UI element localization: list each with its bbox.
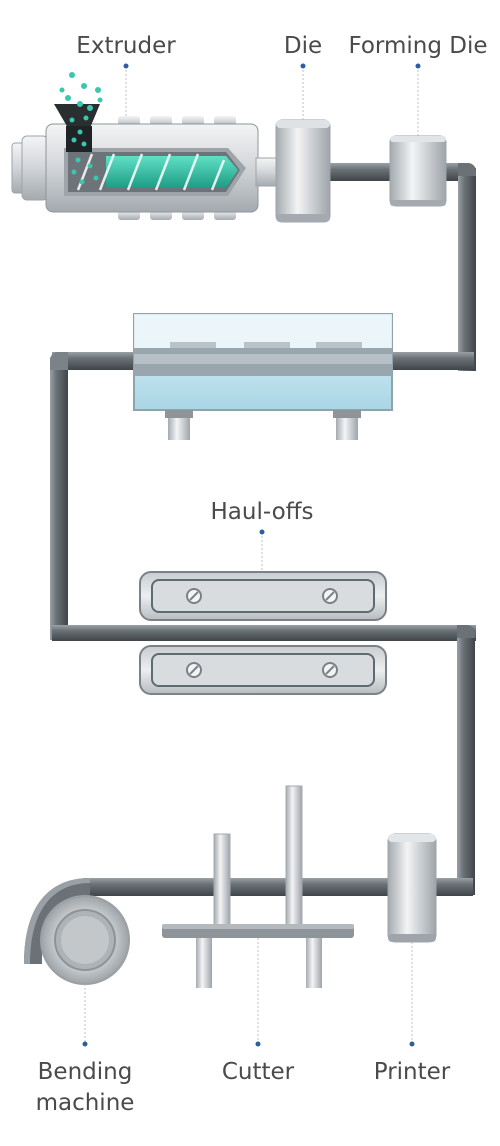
extruder-label: Extruder <box>76 33 176 59</box>
printer-machine <box>387 833 437 943</box>
haul-off-top <box>139 571 387 621</box>
bending-machine-label-line2: machine <box>36 1090 135 1116</box>
bending-machine-label-line1: Bending <box>38 1059 133 1085</box>
extruder-machine <box>11 104 277 220</box>
bending-machine <box>40 895 130 985</box>
die-machine <box>275 119 331 223</box>
pellets-icon <box>59 72 103 111</box>
cooling-tank <box>133 313 393 440</box>
haul-off-bottom <box>139 645 387 695</box>
forming-die-machine <box>389 135 447 207</box>
cutter-label: Cutter <box>222 1059 295 1085</box>
haul-offs-label: Haul-offs <box>211 499 314 525</box>
leader-lines <box>82 63 421 1047</box>
cutter-machine <box>162 785 354 988</box>
forming-die-label: Forming Die <box>348 33 487 59</box>
printer-label: Printer <box>374 1059 451 1085</box>
die-label: Die <box>284 33 322 59</box>
